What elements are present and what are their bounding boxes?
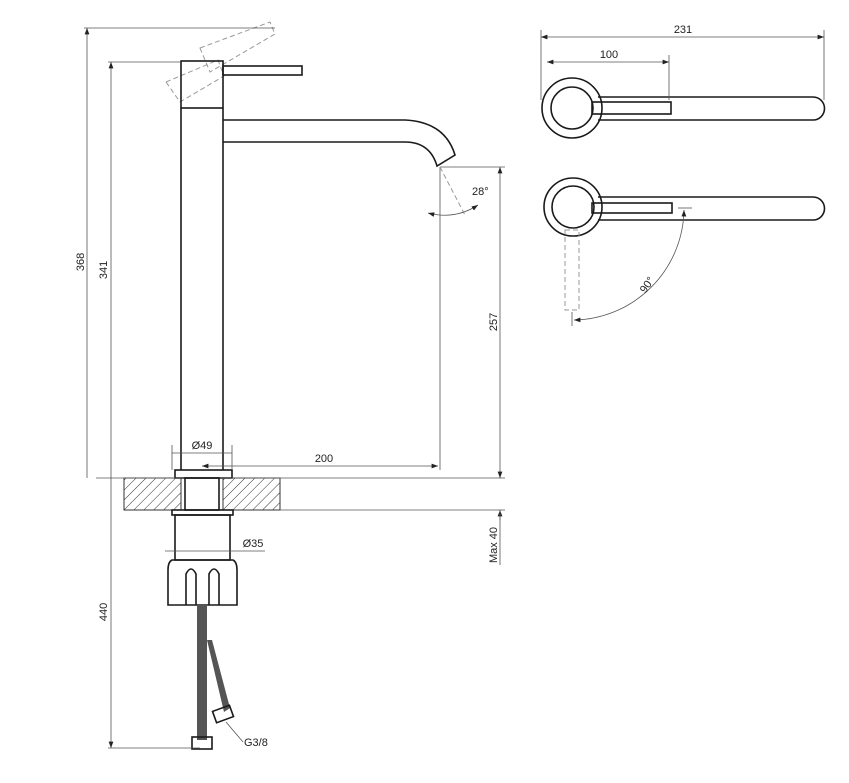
top-view-rotated (543, 177, 826, 326)
top-view-closed (541, 77, 826, 139)
dim-231: 231 (674, 24, 692, 36)
angle-28: 28° (472, 186, 489, 198)
dim-200: 200 (315, 453, 333, 465)
lever (222, 65, 303, 76)
angle-90: 90° (638, 275, 657, 296)
dimension-lines (84, 27, 505, 749)
dim-diameter-35: Ø35 (243, 538, 264, 550)
countertop (96, 477, 505, 511)
hose-2 (207, 640, 230, 712)
dim-257: 257 (488, 313, 500, 331)
base-ring (174, 469, 233, 479)
hose (197, 605, 207, 740)
mounting-nut (167, 559, 238, 606)
under-counter-assembly (167, 509, 244, 750)
thread-label: G3/8 (244, 737, 268, 749)
dim-341: 341 (98, 261, 110, 279)
dim-100: 100 (600, 49, 618, 61)
spout (223, 119, 456, 168)
handle-block (180, 60, 224, 109)
dim-368: 368 (75, 253, 87, 271)
dim-440: 440 (98, 603, 110, 621)
faucet-side-view (165, 21, 456, 479)
hose-nut (191, 736, 213, 750)
dim-max-40: Max 40 (488, 527, 500, 563)
top-dimensions (540, 30, 825, 100)
dim-diameter-49: Ø49 (192, 440, 213, 452)
